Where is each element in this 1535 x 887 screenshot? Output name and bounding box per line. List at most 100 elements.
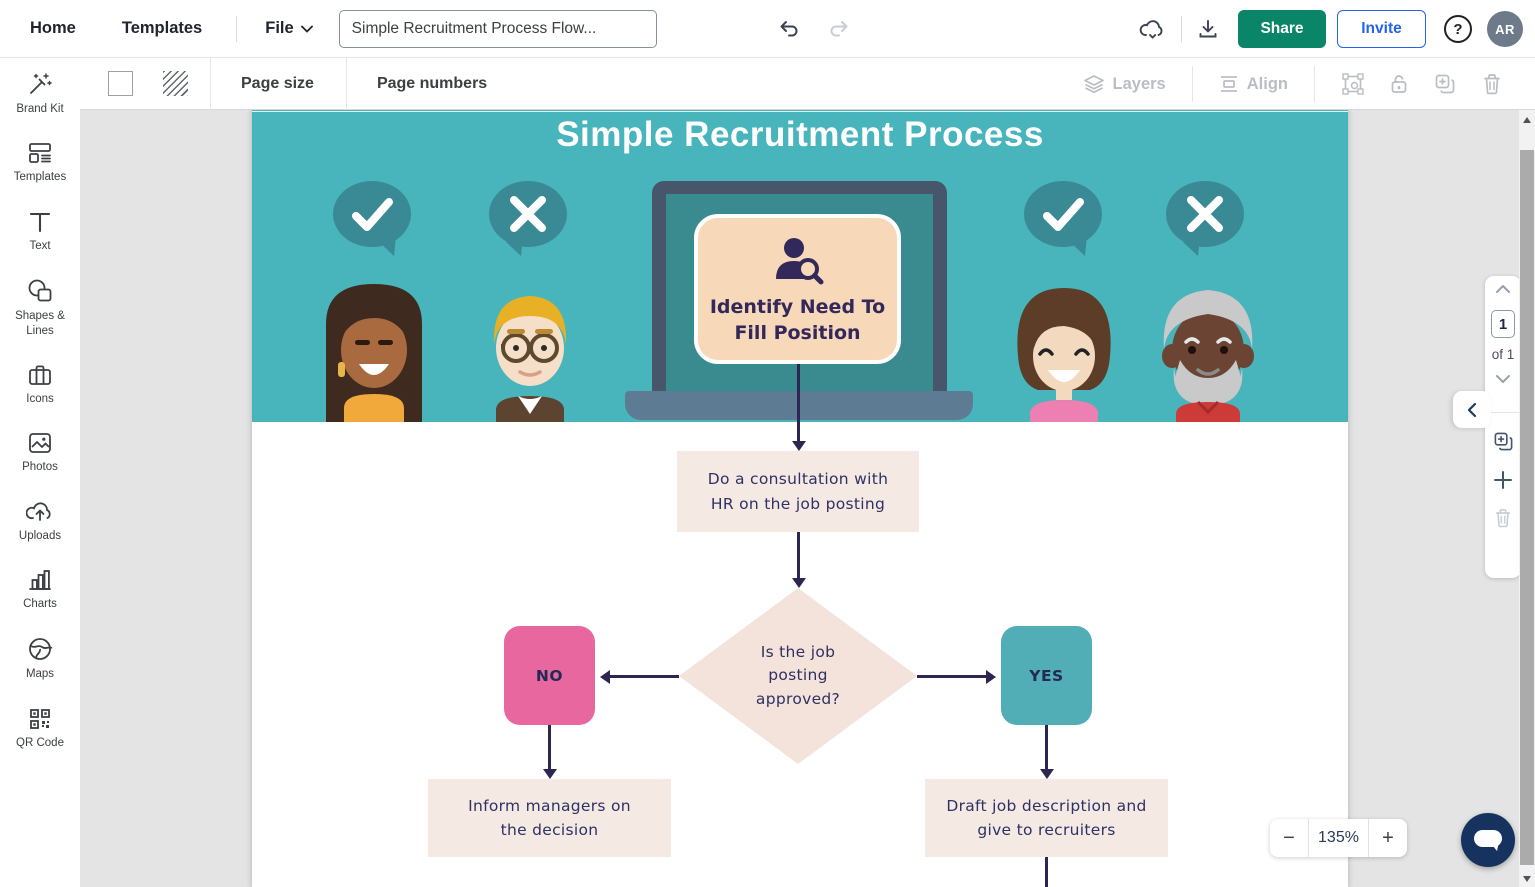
user-avatar[interactable]: AR	[1487, 11, 1523, 47]
avatar-man-beard[interactable]	[1150, 280, 1266, 422]
chevron-down-icon	[300, 25, 313, 33]
sidebar-label: Uploads	[18, 529, 62, 542]
align-icon	[1220, 76, 1237, 92]
chat-widget-button[interactable]	[1461, 813, 1515, 867]
speech-bubble-check[interactable]	[1023, 180, 1105, 258]
sidebar-label: Maps	[25, 668, 55, 681]
duplicate-button[interactable]	[1434, 73, 1456, 95]
check-icon	[352, 198, 393, 231]
flow-node-start[interactable]: Identify Need To Fill Position	[694, 214, 901, 364]
canvas-workspace[interactable]: Simple Recruitment Process	[80, 110, 1535, 887]
page-up-button[interactable]	[1495, 284, 1511, 294]
speech-bubble-check[interactable]	[332, 180, 414, 258]
sidebar-item-photos[interactable]: Photos	[2, 431, 78, 474]
document-title-input[interactable]	[338, 9, 657, 48]
redo-icon	[830, 20, 848, 36]
sidebar-item-shapes-lines[interactable]: Shapes & Lines	[2, 278, 78, 338]
flow-node-inform[interactable]: Inform managers on the decision	[428, 779, 671, 857]
page-navigator-panel: 1 of 1	[1485, 276, 1521, 578]
layers-button[interactable]: Layers	[1083, 74, 1166, 94]
zoom-out-button[interactable]: −	[1270, 819, 1308, 857]
sidebar-label: Templates	[13, 171, 67, 184]
bar-chart-icon	[29, 570, 51, 590]
page-size-button[interactable]: Page size	[241, 74, 314, 92]
arrow-decision-to-no	[609, 675, 679, 678]
sidebar-item-uploads[interactable]: Uploads	[2, 500, 78, 543]
speech-bubble-x[interactable]	[1165, 180, 1247, 258]
sidebar-item-text[interactable]: Text	[2, 210, 78, 253]
arrow-yes-to-draft	[1045, 725, 1048, 770]
page-edge-line	[252, 111, 1348, 112]
flow-node-no[interactable]: NO	[504, 626, 595, 725]
divider	[236, 15, 238, 42]
zoom-control: − 135% +	[1270, 819, 1407, 857]
speech-bubble-x[interactable]	[488, 180, 570, 258]
sidebar-item-brand-kit[interactable]: Brand Kit	[2, 71, 78, 116]
scroll-down-arrow[interactable]	[1523, 876, 1531, 882]
chat-bubble-icon	[1474, 830, 1502, 851]
sidebar-label: Shapes & Lines	[15, 310, 65, 337]
cloud-upload-icon	[26, 502, 51, 521]
duplicate-page-button[interactable]	[1493, 431, 1514, 452]
redo-button[interactable]	[827, 18, 851, 40]
sidebar-item-icons[interactable]: Icons	[2, 363, 78, 406]
help-button[interactable]: ?	[1444, 15, 1472, 43]
delete-button[interactable]	[1482, 73, 1502, 95]
sidebar-item-charts[interactable]: Charts	[2, 568, 78, 611]
text-icon	[29, 212, 51, 232]
sidebar-item-qr-code[interactable]: QR Code	[2, 707, 78, 750]
page-numbers-button[interactable]: Page numbers	[376, 74, 488, 92]
layout-icon	[29, 143, 51, 164]
invite-button[interactable]: Invite	[1337, 10, 1426, 48]
photo-icon	[29, 433, 51, 454]
delete-page-button[interactable]	[1494, 508, 1512, 528]
download-button[interactable]	[1196, 17, 1220, 41]
undo-button[interactable]	[777, 18, 801, 40]
scroll-up-arrow[interactable]	[1523, 117, 1531, 123]
add-page-button[interactable]	[1493, 470, 1513, 490]
design-page[interactable]: Simple Recruitment Process	[252, 110, 1348, 887]
home-link[interactable]: Home	[30, 19, 76, 37]
align-button[interactable]: Align	[1219, 75, 1288, 94]
page-color-swatch[interactable]	[108, 71, 133, 96]
file-menu-label: File	[265, 19, 294, 37]
trash-icon	[1484, 74, 1500, 95]
undo-icon	[780, 20, 798, 36]
avatar-man-glasses[interactable]	[474, 282, 586, 422]
vertical-scrollbar[interactable]	[1519, 110, 1535, 887]
page-count-label: of 1	[1491, 347, 1515, 362]
scrollbar-thumb[interactable]	[1520, 150, 1534, 865]
sidebar-item-maps[interactable]: Maps	[2, 636, 78, 681]
page-down-button[interactable]	[1495, 374, 1511, 384]
mask-frame-button[interactable]	[1342, 73, 1364, 95]
file-menu[interactable]: File	[265, 19, 313, 38]
flow-node-consult[interactable]: Do a consultation with HR on the job pos…	[677, 451, 919, 532]
zoom-in-button[interactable]: +	[1369, 819, 1407, 857]
cloud-sync-button[interactable]	[1137, 16, 1167, 42]
flow-node-decision[interactable]: Is the job posting approved?	[679, 588, 917, 764]
cloud-sync-icon	[1139, 20, 1163, 39]
flowchart-title[interactable]: Simple Recruitment Process	[556, 115, 1044, 154]
divider	[1191, 66, 1193, 102]
collapse-panel-button[interactable]	[1453, 391, 1491, 428]
divider	[1181, 16, 1182, 42]
avatar-woman-bob[interactable]	[1006, 278, 1122, 422]
templates-link[interactable]: Templates	[121, 19, 203, 37]
flow-node-yes[interactable]: YES	[1001, 626, 1092, 725]
divider	[345, 57, 347, 110]
x-icon	[510, 196, 546, 232]
lock-button[interactable]	[1390, 73, 1408, 95]
canvas-toolbar: Page size Page numbers Layers Align	[80, 57, 1535, 110]
zoom-level-value[interactable]: 135%	[1308, 819, 1369, 857]
sidebar-item-templates[interactable]: Templates	[2, 141, 78, 184]
current-page-number[interactable]: 1	[1491, 310, 1515, 338]
check-icon	[1043, 198, 1084, 231]
flow-node-start-label: Identify Need To Fill Position	[709, 296, 886, 344]
avatar-woman-long-hair[interactable]	[316, 278, 432, 422]
layers-icon	[1083, 75, 1104, 94]
divider	[210, 57, 211, 110]
page-pattern-swatch[interactable]	[163, 71, 188, 96]
layers-label: Layers	[1112, 74, 1166, 93]
share-button[interactable]: Share	[1238, 10, 1326, 48]
flow-node-draft[interactable]: Draft job description and give to recrui…	[925, 779, 1168, 857]
